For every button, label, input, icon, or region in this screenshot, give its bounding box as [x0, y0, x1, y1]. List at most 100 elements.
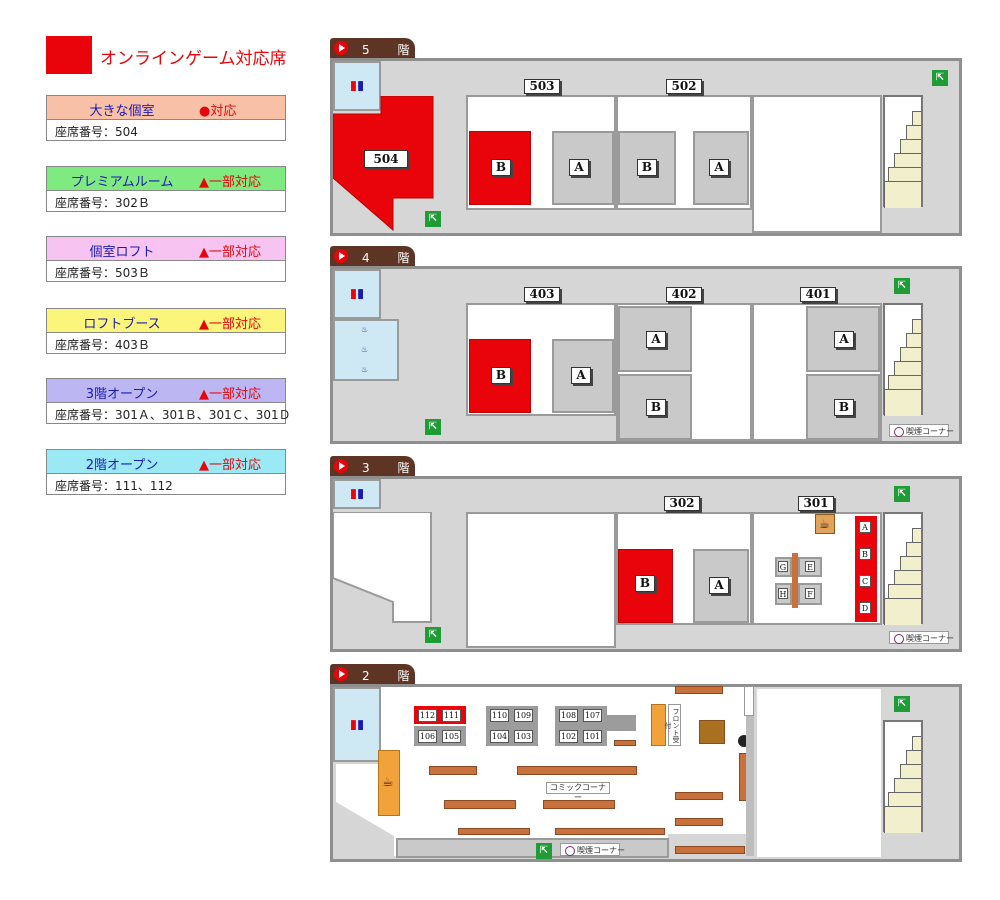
seat-103[interactable]: 103	[514, 730, 533, 743]
wall	[746, 716, 754, 856]
shower-booths: ♨ ♨ ♨	[333, 319, 399, 381]
legend-card-504: 大きな個室●対応 座席番号：504	[46, 95, 286, 141]
seat-104[interactable]: 104	[490, 730, 509, 743]
legend-card-seats: 座席番号：111、112	[55, 479, 173, 493]
floor-tag-3f[interactable]: 3 階	[330, 456, 415, 476]
legend-card-name: ロフトブース	[83, 317, 161, 332]
legend-card-header: プレミアムルーム▲一部対応	[47, 167, 285, 191]
bench	[675, 792, 723, 800]
seat-label: B	[646, 399, 666, 416]
smoking-corner-2f: 喫煙コーナー	[560, 843, 625, 856]
seat-106[interactable]: 106	[418, 730, 437, 743]
corridor-2f	[396, 838, 669, 858]
exit-icon: ⇱	[425, 419, 441, 435]
seat-502a[interactable]	[693, 131, 749, 205]
play-icon	[334, 249, 348, 263]
bench	[517, 766, 637, 775]
restroom-icon: ▮▮	[349, 78, 365, 94]
floor-tag-5f[interactable]: 5 階	[330, 38, 415, 58]
drink-bar-2f: ☕	[378, 750, 400, 816]
seat-110[interactable]: 110	[490, 709, 509, 722]
restroom-icon: ▮▮	[349, 286, 365, 302]
restroom-3f: ▮▮	[333, 479, 381, 509]
restroom-icon: ▮▮	[349, 717, 365, 732]
floor-tag-4f[interactable]: 4 階	[330, 246, 415, 266]
room-label-504: 504	[364, 150, 408, 168]
room-label-403: 403	[524, 287, 560, 302]
exit-icon: ⇱	[894, 278, 910, 294]
bench	[555, 828, 665, 835]
legend-card-name: 2階オープン	[85, 458, 159, 473]
restroom-icon: ▮▮	[349, 486, 365, 502]
restroom-4f: ▮▮	[333, 269, 381, 319]
legend-card-status: ▲一部対応	[199, 245, 261, 260]
drink-icon: ☕	[819, 517, 830, 531]
exit-icon: ⇱	[425, 211, 441, 227]
exit-icon: ⇱	[932, 70, 948, 86]
seat-112[interactable]: 112	[418, 709, 437, 722]
legend-card-status: ●対応	[199, 104, 237, 119]
seat-label: A	[834, 331, 854, 348]
floor-tag-2f[interactable]: 2 階	[330, 664, 415, 684]
seat-111[interactable]: 111	[442, 709, 461, 722]
legend-card-status: ▲一部対応	[199, 317, 261, 332]
seat-105[interactable]: 105	[442, 730, 461, 743]
restroom-5f: ▮▮	[333, 61, 381, 111]
bench	[675, 686, 723, 694]
room-label-402: 402	[666, 287, 702, 302]
seat-label: B	[834, 399, 854, 416]
open-seats-301	[855, 516, 877, 622]
restroom-2f: ▮▮	[333, 687, 381, 762]
seat-109[interactable]: 109	[514, 709, 533, 722]
room-label-503: 503	[524, 79, 560, 94]
legend-card-status: ▲一部対応	[199, 387, 261, 402]
bench	[675, 846, 745, 854]
seat-503b[interactable]	[469, 131, 531, 205]
front-counter[interactable]: フロント受付	[664, 704, 681, 746]
stairs-4f	[883, 303, 923, 416]
seat-107[interactable]: 107	[583, 709, 602, 722]
legend-card-header: 大きな個室●対応	[47, 96, 285, 120]
play-icon	[334, 667, 348, 681]
booth-label: G	[778, 561, 788, 572]
legend-card-seats: 座席番号：403Ｂ	[55, 338, 150, 352]
stairs-2f	[883, 720, 923, 833]
legend-card-header: 3階オープン ▲一部対応	[47, 379, 285, 403]
legend-card-name: 3階オープン	[85, 387, 159, 402]
seat-301a[interactable]: A	[859, 521, 871, 533]
booth-label: F	[805, 588, 815, 599]
area-3f-west	[333, 512, 432, 623]
front-counter-desk	[651, 704, 666, 746]
seat-102[interactable]: 102	[559, 730, 578, 743]
seat-101[interactable]: 101	[583, 730, 602, 743]
seat-301d[interactable]: D	[859, 602, 871, 614]
smoking-icon	[565, 846, 575, 856]
area-2f-east	[755, 687, 883, 859]
seat-label: A	[646, 331, 666, 348]
legend-card-2f-open: 2階オープン ▲一部対応 座席番号：111、112	[46, 449, 286, 495]
legend-card-loft: 個室ロフト▲一部対応 座席番号：503Ｂ	[46, 236, 286, 282]
seat-label: A	[709, 159, 729, 176]
bench	[614, 740, 636, 746]
smoking-corner-3f: 喫煙コーナー	[889, 631, 954, 644]
shower-icon: ♨	[361, 345, 369, 354]
seat-301c[interactable]: C	[859, 575, 871, 587]
booth-divider	[792, 553, 798, 608]
shower-icon: ♨	[361, 365, 369, 374]
stairs-3f	[883, 512, 923, 625]
smoking-icon	[894, 634, 904, 644]
seat-401a[interactable]	[806, 306, 880, 372]
area-3f-center	[466, 512, 616, 648]
smoking-label: 喫煙コーナー	[906, 634, 954, 643]
smoking-icon	[894, 427, 904, 437]
legend-card-seats: 座席番号：503Ｂ	[55, 266, 150, 280]
legend-card-status: ▲一部対応	[199, 458, 261, 473]
seat-108[interactable]: 108	[559, 709, 578, 722]
seat-label: A	[571, 367, 591, 384]
seat-301b[interactable]: B	[859, 548, 871, 560]
seat-block	[606, 715, 636, 731]
seat-label: B	[635, 575, 655, 592]
exit-icon: ⇱	[894, 696, 910, 712]
room-label-502: 502	[666, 79, 702, 94]
room-5f-east	[752, 95, 882, 233]
